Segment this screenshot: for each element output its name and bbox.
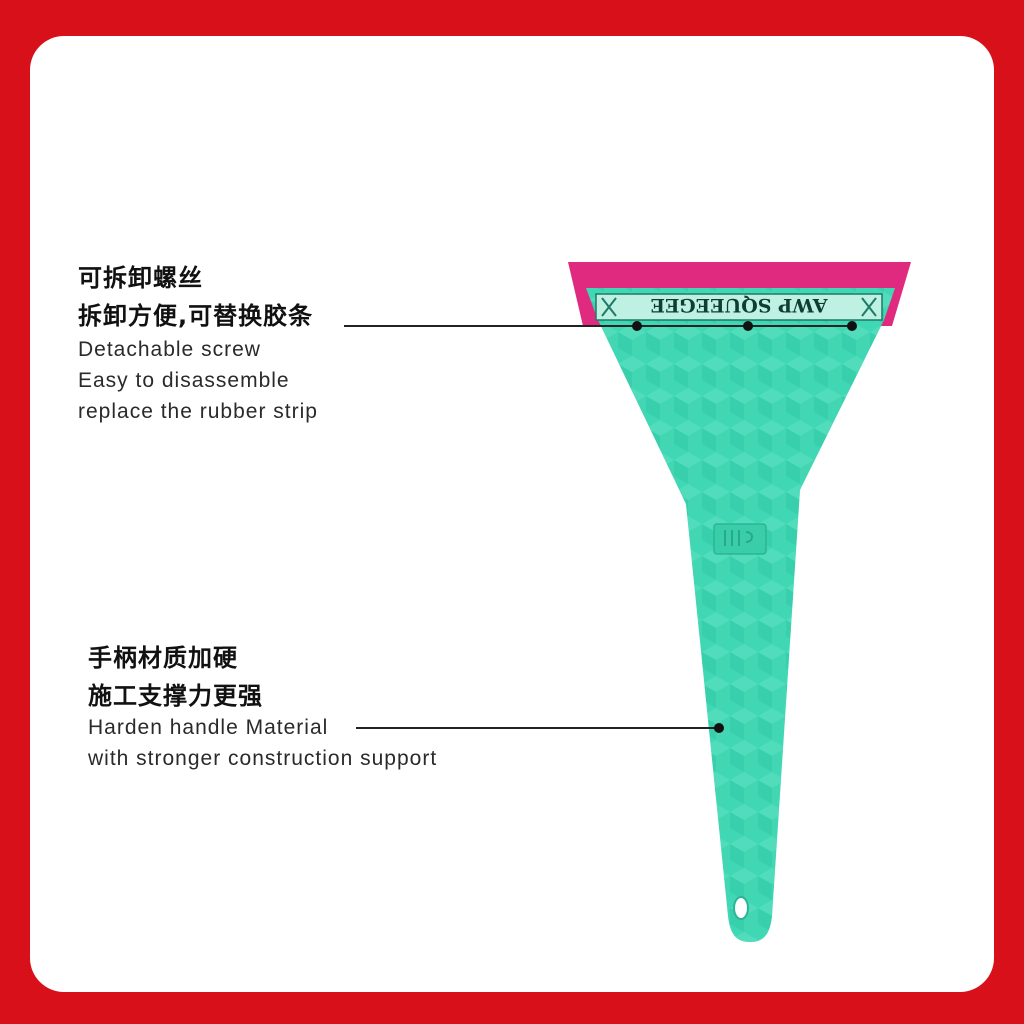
screw-desc-en-2: Easy to disassemble [78, 369, 290, 392]
blade-label-strip [595, 293, 883, 321]
handle-title-cn: 手柄材质加硬 [88, 644, 238, 672]
handle-desc-en-2: with stronger construction support [88, 747, 438, 770]
hanging-hole [733, 896, 749, 920]
screw-subtitle-cn: 拆卸方便,可替换胶条 [78, 302, 314, 330]
screw-dot-3 [847, 321, 857, 331]
squeegee-illustration: AWP SQUEEGEE [344, 262, 911, 942]
blade-label-text: AWP SQUEEGEE [650, 294, 828, 316]
handle-subtitle-cn: 施工支撑力更强 [88, 682, 263, 710]
screw-dot-1 [632, 321, 642, 331]
handle-desc-en-1: Harden handle Material [88, 716, 329, 739]
screw-title-cn: 可拆卸螺丝 [78, 264, 203, 292]
screw-dot-2 [743, 321, 753, 331]
content-card: 可拆卸螺丝 拆卸方便,可替换胶条 Detachable screw Easy t… [30, 36, 994, 992]
screw-desc-en-3: replace the rubber strip [78, 400, 318, 423]
handle-dot [714, 723, 724, 733]
screw-desc-en-1: Detachable screw [78, 338, 261, 361]
